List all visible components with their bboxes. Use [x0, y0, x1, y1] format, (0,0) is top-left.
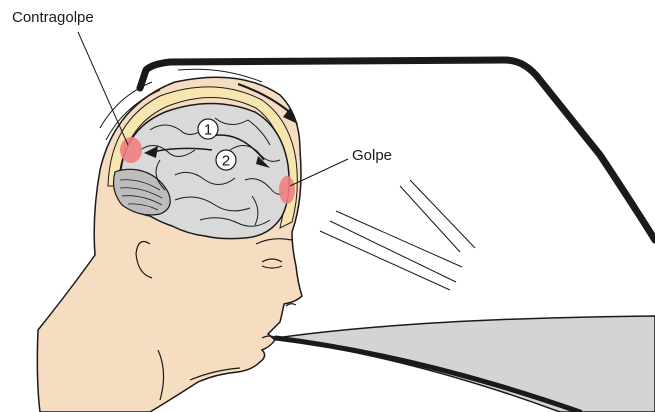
contragolpe-leader-line	[78, 32, 128, 145]
step-marker-1-text: 1	[204, 122, 212, 139]
step-marker-2: 2	[216, 150, 236, 170]
contragolpe-label: Contragolpe	[12, 9, 94, 26]
coup-injury-spot	[279, 176, 295, 204]
golpe-label: Golpe	[352, 147, 392, 164]
windshield-reflections	[320, 180, 475, 290]
step-marker-2-text: 2	[222, 153, 230, 170]
contrecoup-injury-spot	[120, 137, 142, 163]
dashboard	[276, 316, 655, 412]
step-marker-1: 1	[198, 119, 218, 139]
